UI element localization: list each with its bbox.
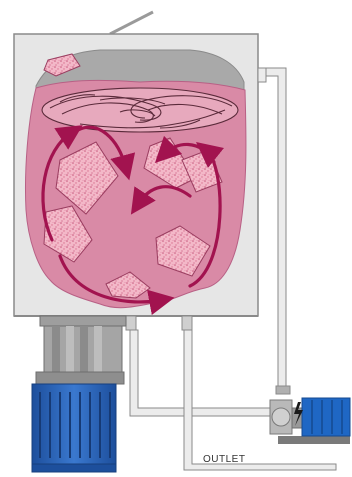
- pump-base: [278, 436, 350, 444]
- outlet-pipes: [126, 316, 336, 470]
- bottom-mixer-drive: [32, 316, 126, 472]
- recirculation-pipe: [258, 68, 290, 394]
- pump-motor: [302, 398, 350, 436]
- motor-mount: [36, 372, 124, 384]
- vortex-swirl: [42, 88, 238, 132]
- outlet-label: OUTLET: [203, 454, 245, 465]
- drive-motor: [32, 384, 116, 464]
- drive-flange: [40, 316, 126, 326]
- lid-handle: [110, 12, 153, 34]
- centrifugal-pump: [270, 398, 350, 444]
